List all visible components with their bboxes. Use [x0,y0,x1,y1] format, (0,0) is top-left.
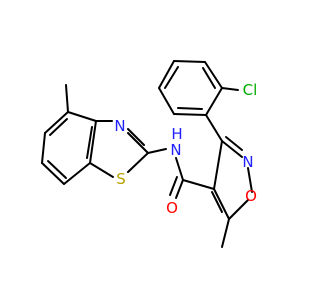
isoxazole-oxygen-label: O [245,187,257,205]
carbonyl-oxygen-label: O [166,199,178,217]
isoxazole-nitrogen-label: N [242,153,253,171]
bond-lines [41,60,253,248]
amide-nitrogen-label: N [170,141,181,159]
molecule-structure: Cl N O O N H N S [41,60,257,248]
amide-hydrogen-label: H [171,125,182,143]
thiazole-nitrogen-label: N [114,117,125,135]
thiazole-sulfur-label: S [116,170,126,188]
atom-labels: Cl N O O N H N S [114,81,257,217]
chlorine-atom-label: Cl [243,81,258,99]
